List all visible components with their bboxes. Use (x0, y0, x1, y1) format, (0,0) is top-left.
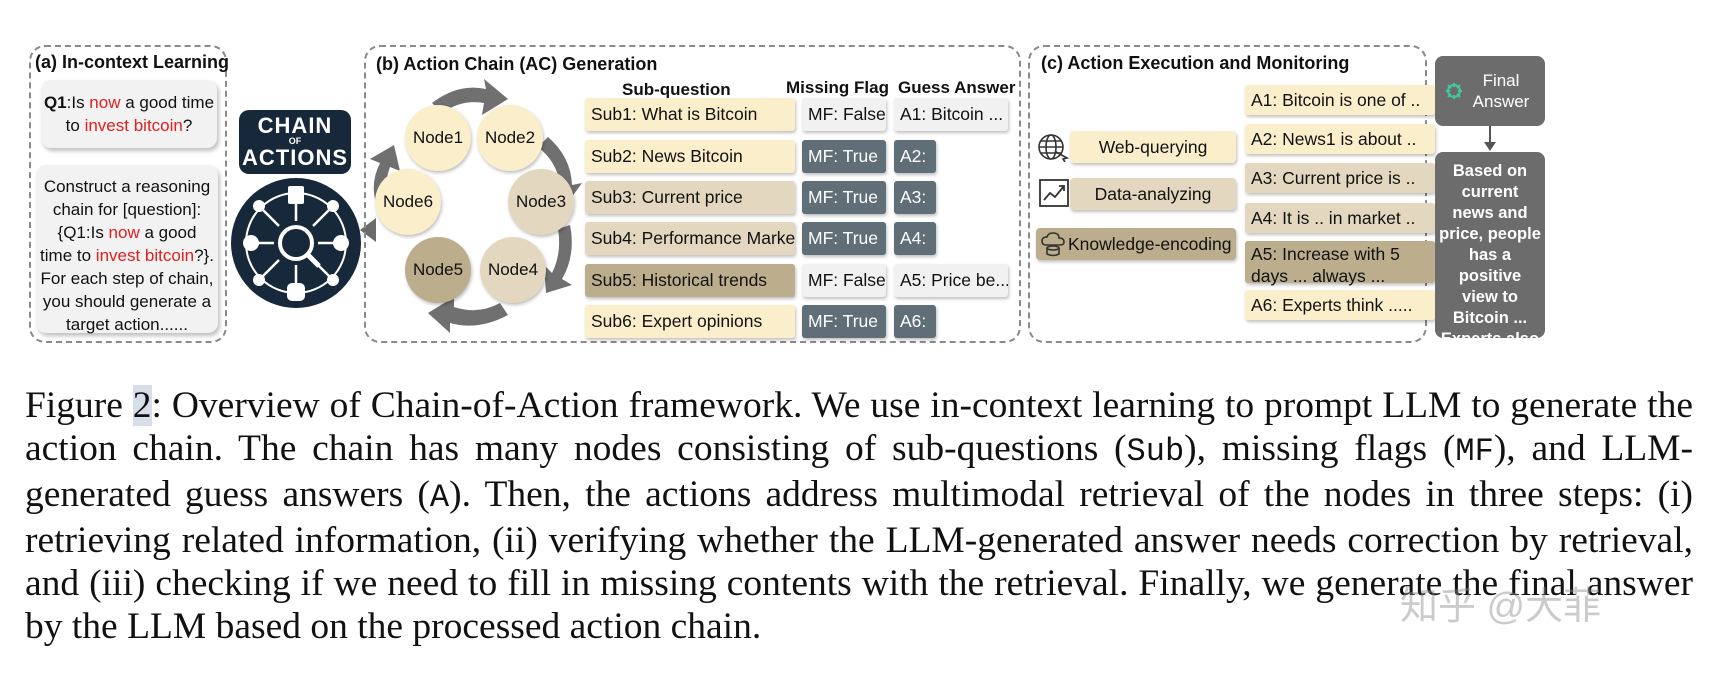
sub-question-2: Sub2: News Bitcoin (585, 140, 795, 173)
tool-web-querying: Web-querying (1070, 131, 1236, 163)
missing-flag-3: MF: True (802, 181, 886, 214)
sub-question-6: Sub6: Expert opinions (585, 305, 795, 338)
missing-flag-4: MF: True (802, 222, 886, 255)
panel-action-execution (1028, 45, 1427, 343)
guess-answer-5: A5: Price be... (894, 264, 1008, 297)
node-2: Node2 (477, 105, 543, 171)
node-6: Node6 (375, 169, 441, 235)
tool-data-analyzing: Data-analyzing (1070, 178, 1236, 210)
figure-caption: Figure 2: Overview of Chain-of-Action fr… (25, 385, 1693, 647)
panel-c-title: (c) Action Execution and Monitoring (1041, 53, 1350, 73)
node-1: Node1 (405, 105, 471, 171)
missing-flag-2: MF: True (802, 140, 886, 173)
watermark: 知乎 @大菲 (1400, 586, 1602, 628)
openai-icon (1446, 83, 1462, 99)
guess-answer-1: A1: Bitcoin ... (894, 98, 1008, 131)
guess-answer-2: A2: (894, 140, 936, 173)
answer-4: A4: It is .. in market .. (1245, 203, 1435, 233)
guess-answer-6: A6: (894, 305, 936, 338)
header-sub-question: Sub-question (622, 80, 731, 99)
arrow-down (1484, 126, 1496, 151)
cloud-database-icon (1041, 232, 1065, 257)
globe-icon (1038, 134, 1070, 162)
panel-a-title: (a) In-context Learning (35, 52, 230, 72)
sub-question-3: Sub3: Current price (585, 181, 795, 214)
panel-action-chain-generation (364, 45, 1021, 343)
network-search-icon (231, 178, 361, 308)
guess-answer-3: A3: (894, 181, 936, 214)
panel-b-title: (b) Action Chain (AC) Generation (376, 54, 658, 74)
figure-number: 2 (132, 385, 152, 426)
cycle-arrows (370, 79, 582, 333)
panel-in-context-learning (29, 45, 227, 343)
answer-1: A1: Bitcoin is one of .. (1245, 85, 1435, 115)
header-missing-flag: Missing Flag (786, 78, 889, 97)
node-5: Node5 (405, 237, 471, 303)
sub-question-5: Sub5: Historical trends (585, 264, 795, 297)
node-4: Node4 (480, 237, 546, 303)
sub-question-1: Sub1: What is Bitcoin (585, 98, 795, 131)
answer-5: A5: Increase with 5 days ... always ... (1245, 241, 1435, 286)
question-card: Q1:Is now a good time to invest bitcoin? (41, 80, 217, 148)
answer-2: A2: News1 is about .. (1245, 124, 1435, 154)
q1-label: Q1 (43, 93, 67, 112)
guess-answer-4: A4: (894, 222, 936, 255)
tool-knowledge-encoding: Knowledge-encoding (1036, 228, 1236, 260)
answer-3: A3: Current price is .. (1245, 163, 1435, 193)
missing-flag-6: MF: True (802, 305, 886, 338)
sub-question-4: Sub4: Performance Market (585, 222, 795, 255)
answer-6: A6: Experts think ..... (1245, 290, 1435, 320)
header-guess-answer: Guess Answer (898, 78, 1016, 97)
chain-of-actions-logo: CHAIN OF ACTIONS (239, 110, 351, 174)
prompt-card: Construct a reasoning chain for [questio… (36, 165, 218, 334)
chart-icon (1039, 179, 1069, 207)
final-answer-body: Based on current news and price, people … (1435, 152, 1545, 369)
node-3: Node3 (508, 169, 574, 235)
arrow-to-logo (360, 218, 376, 242)
missing-flag-5: MF: False (802, 264, 886, 297)
missing-flag-1: MF: False (802, 98, 886, 131)
final-answer-header: Final Answer (1435, 56, 1545, 126)
